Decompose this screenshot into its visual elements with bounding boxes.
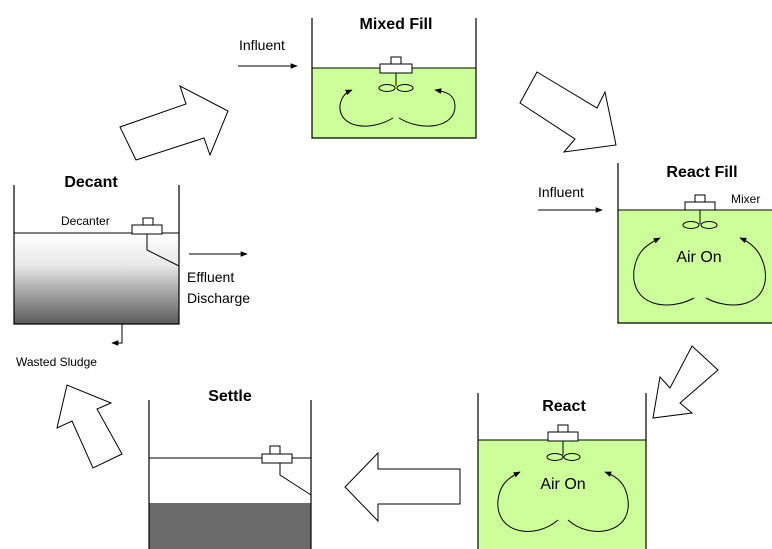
circulation-arrow-left: [497, 471, 559, 532]
decant-tank: [13, 185, 180, 325]
circulation-arrow-right: [398, 88, 456, 127]
stage-settle: Settle: [148, 388, 312, 549]
effluent-label: Effluent: [187, 269, 234, 285]
wasted-sludge-arrow: [111, 324, 123, 346]
react-fill-influent-label: Influent: [538, 184, 584, 200]
react-fill-liquid: [618, 210, 772, 323]
react-fill-tank: [617, 163, 772, 324]
mixed-fill-liquid: [312, 68, 476, 138]
decant-title: Decant: [64, 174, 118, 191]
stage-react-fill: React Fill Mixer Air On Influent: [538, 163, 772, 324]
react-tank: [477, 393, 647, 549]
stage-mixed-fill: Mixed Fill Influent: [238, 16, 477, 139]
cycle-arrow-react-to-settle: [344, 451, 461, 523]
mixed-fill-tank: [311, 18, 477, 139]
stage-decant: Decant Decanter Effluent Discharge Waste…: [13, 174, 250, 369]
cycle-arrow-decant-to-mixed-fill: [119, 84, 229, 161]
mixed-fill-title: Mixed Fill: [360, 16, 433, 33]
settle-tank: [148, 400, 312, 549]
mixed-fill-influent-label: Influent: [239, 37, 285, 53]
react-fill-title: React Fill: [666, 164, 737, 181]
react-air-label: Air On: [540, 476, 585, 493]
decant-liquid-gradient: [14, 233, 179, 324]
cycle-arrow-mixed-fill-to-react-fill: [519, 71, 617, 153]
react-fill-air-label: Air On: [676, 249, 721, 266]
circulation-arrow-left: [633, 237, 695, 306]
settle-title: Settle: [208, 388, 252, 405]
circulation-arrow-left: [339, 89, 394, 127]
circulation-arrow-right: [705, 237, 766, 306]
react-fill-mixer-label: Mixer: [731, 192, 760, 206]
settle-sludge-layer: [149, 503, 311, 549]
decanter-label: Decanter: [61, 214, 110, 228]
wasted-sludge-label: Wasted Sludge: [16, 355, 97, 369]
mixer-icon: [378, 56, 414, 92]
cycle-arrow-react-fill-to-react: [652, 345, 719, 419]
stage-react: React Air On: [477, 393, 647, 549]
decanter-icon: [131, 217, 180, 267]
mixer-icon: [682, 194, 718, 229]
react-title: React: [542, 398, 586, 415]
react-liquid: [478, 440, 646, 549]
cycle-arrow-settle-to-decant: [56, 384, 123, 469]
discharge-label: Discharge: [187, 290, 250, 306]
mixer-icon: [546, 424, 581, 461]
circulation-arrow-right: [567, 471, 629, 532]
decanter-icon: [261, 445, 312, 496]
